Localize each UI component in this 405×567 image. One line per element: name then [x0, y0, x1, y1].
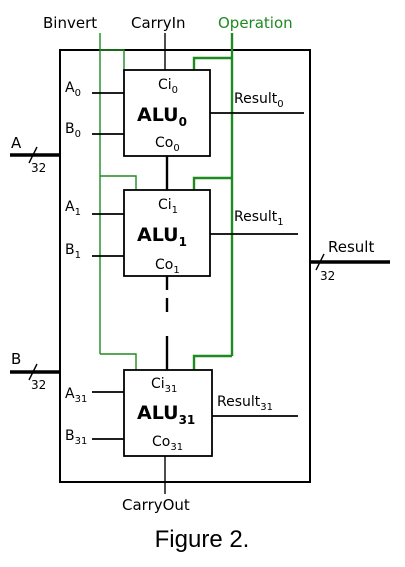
alu-31-b: B31	[65, 428, 87, 447]
alu-1-result: Result1	[234, 209, 284, 228]
alu-31-a: A31	[65, 386, 87, 405]
operation-label: Operation	[218, 14, 293, 32]
alu-1-co: Co1	[155, 257, 180, 276]
operation-wire	[192, 33, 234, 370]
alu-1: ALU1 Ci1 Co1 A1 B1 Result1	[65, 189, 298, 277]
binvert-label: Binvert	[43, 14, 97, 32]
alu-0: ALU0 Ci0 Co0 A0 B0 Result0	[65, 69, 304, 157]
alu-0-title: ALU0	[137, 104, 187, 129]
alu-31-co: Co31	[152, 434, 183, 453]
carryin-label: CarryIn	[131, 14, 186, 32]
svg-text:32: 32	[31, 161, 46, 175]
alu-1-a: A1	[65, 199, 81, 218]
figure-caption: Figure 2.	[155, 526, 250, 553]
alu-0-b: B0	[65, 121, 81, 140]
result-bus: Result 32	[310, 238, 390, 283]
svg-text:A: A	[11, 134, 22, 152]
alu-0-a: A0	[65, 80, 81, 99]
alu-0-co: Co0	[155, 135, 180, 154]
a-bus: A 32	[10, 134, 60, 175]
binvert-wire	[99, 33, 137, 370]
svg-text:B: B	[11, 350, 21, 368]
alu-31-result: Result31	[217, 394, 273, 413]
alu-1-title: ALU1	[137, 224, 187, 249]
alu-1-ci: Ci1	[158, 197, 178, 216]
alu-31: ALU31 Ci31 Co31 A31 B31 Result31	[65, 369, 298, 457]
carryout-label: CarryOut	[122, 496, 190, 514]
b-bus: B 32	[10, 350, 60, 392]
svg-text:32: 32	[31, 378, 46, 392]
alu-0-ci: Ci0	[158, 77, 178, 96]
alu-31-ci: Ci31	[151, 376, 177, 395]
alu-1-b: B1	[65, 242, 81, 261]
svg-text:Result: Result	[328, 238, 374, 256]
alu-0-result: Result0	[234, 91, 284, 110]
outer-box	[59, 49, 311, 483]
svg-text:32: 32	[320, 269, 335, 283]
alu-31-title: ALU31	[137, 402, 195, 427]
